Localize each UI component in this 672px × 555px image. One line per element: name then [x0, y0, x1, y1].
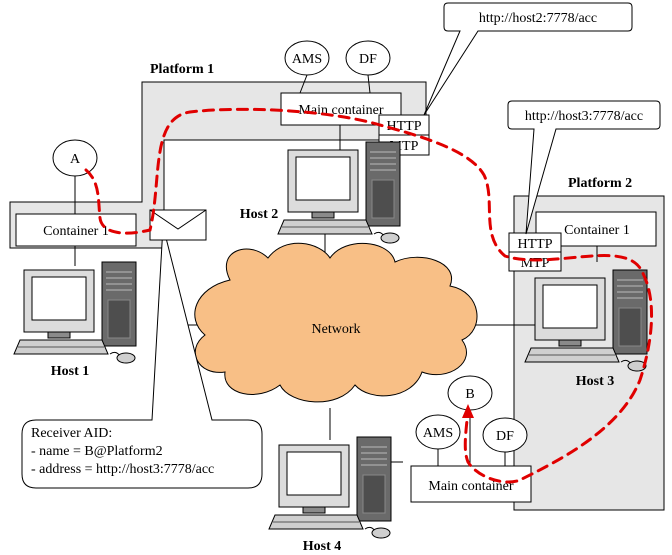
main-container-platform1-label: Main container: [298, 103, 383, 118]
computer-host1-icon: [13, 261, 137, 364]
receiver-aid-address: - address = http://host3:7778/acc: [31, 462, 214, 477]
computer-host4-icon: [268, 436, 392, 539]
svg-text:A: A: [70, 152, 81, 167]
svg-text:http://host3:7778/acc: http://host3:7778/acc: [525, 109, 643, 124]
svg-text:AMS: AMS: [292, 52, 322, 67]
agent-a: A: [52, 139, 98, 177]
svg-text:B: B: [465, 387, 474, 402]
agent-df-bottom: DF: [482, 417, 528, 453]
http-mtp-module-host3: HTTP MTP: [508, 232, 562, 272]
host4-label: Host 4: [303, 539, 342, 554]
container1-platform2-label: Container 1: [564, 223, 630, 238]
message-route-path: [84, 107, 653, 484]
container1-platform1: [15, 213, 137, 247]
callout-receiver-aid: Receiver AID: - name = B@Platform2 - add…: [21, 225, 263, 489]
main-container-platform2-label: Main container: [428, 479, 513, 494]
host1-label: Host 1: [51, 364, 90, 379]
svg-text:DF: DF: [359, 52, 377, 67]
host2-label: Host 2: [240, 207, 279, 222]
platform2-label: Platform 2: [568, 176, 632, 191]
http-label-host3: HTTP: [518, 237, 553, 252]
svg-text:AMS: AMS: [423, 426, 453, 441]
receiver-aid-name: - name = B@Platform2: [31, 444, 163, 459]
platform1-label: Platform 1: [150, 62, 214, 77]
svg-text:DF: DF: [496, 429, 514, 444]
route-arrowhead: [462, 404, 474, 418]
computer-host2-icon: [277, 141, 401, 244]
agent-b: B: [447, 375, 493, 411]
agent-ams-top: AMS: [284, 40, 330, 76]
callout-url-host3: http://host3:7778/acc: [507, 100, 661, 235]
svg-text:http://host2:7778/acc: http://host2:7778/acc: [479, 11, 597, 26]
network-label: Network: [312, 322, 361, 337]
main-container-platform2: [410, 465, 532, 503]
network-cloud: [194, 242, 478, 403]
host3-label: Host 3: [576, 374, 615, 389]
message-envelope-icon: [149, 209, 207, 241]
agent-df-top: DF: [345, 40, 391, 76]
callout-url-host2: http://host2:7778/acc: [423, 2, 633, 116]
agent-ams-bottom: AMS: [415, 414, 461, 450]
receiver-aid-title: Receiver AID:: [31, 426, 112, 441]
container1-platform1-label: Container 1: [43, 224, 109, 239]
